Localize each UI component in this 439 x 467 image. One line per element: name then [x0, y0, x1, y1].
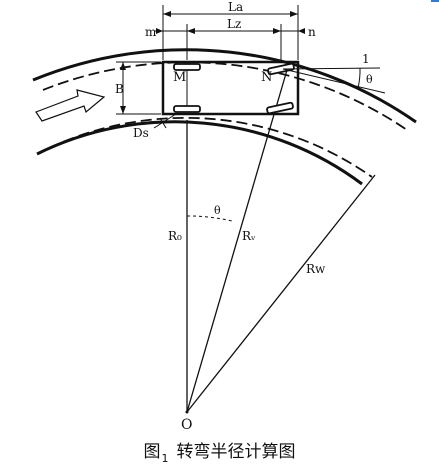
radius-line-rw	[186, 174, 376, 413]
caption-prefix: 图	[143, 442, 161, 462]
vehicle-body	[161, 60, 300, 116]
road-outer-lane-dashed	[42, 61, 408, 131]
label-n: n	[308, 25, 316, 39]
road-inner-edge	[36, 120, 363, 186]
figure-caption: 图1 转弯半径计算图	[0, 437, 439, 465]
radius-line-rv	[186, 69, 288, 413]
turning-radius-diagram: La m Lz n M N 1 θ B Ds θ R₀ Rᵥ Rw O	[32, 0, 417, 433]
label-leader-1: 1	[362, 52, 370, 66]
label-r0: R₀	[168, 229, 182, 243]
label-b: B	[115, 82, 124, 96]
ds-leader	[153, 113, 177, 129]
label-rw: Rw	[306, 262, 326, 276]
ds-tick	[159, 117, 167, 129]
wheel-front-bottom	[266, 101, 294, 115]
direction-arrow-icon	[35, 89, 106, 122]
wheel-rear-bottom	[173, 105, 201, 113]
label-o: O	[181, 417, 192, 433]
leader-1	[282, 67, 381, 70]
label-ds: Ds	[133, 126, 149, 140]
label-lz: Lz	[227, 17, 241, 31]
caption-text: 转弯半径计算图	[176, 442, 296, 462]
label-n-wheel: N	[261, 70, 272, 85]
label-m: m	[145, 25, 157, 39]
center-angle-arc	[186, 215, 233, 222]
label-rv: Rᵥ	[242, 229, 256, 243]
road-inner-lane-dashed	[48, 117, 373, 178]
label-la: La	[228, 0, 243, 14]
tangent-line	[282, 68, 386, 94]
label-theta-right: θ	[366, 73, 373, 86]
label-theta-center: θ	[214, 204, 221, 217]
label-m-wheel: M	[173, 70, 186, 85]
caption-number: 1	[161, 452, 169, 465]
center-point-o	[185, 410, 189, 414]
road-outer-edge	[32, 48, 417, 124]
wheel-front-top	[267, 62, 295, 76]
corner-accent-mark	[431, 0, 439, 2]
right-angle-arc	[357, 67, 361, 89]
